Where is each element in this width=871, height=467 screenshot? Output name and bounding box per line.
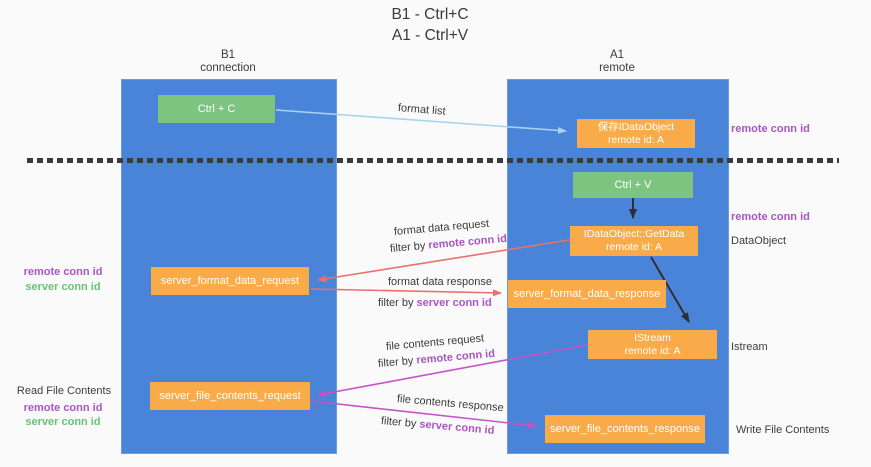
server-conn-id-text-2: server conn id xyxy=(418,418,495,437)
node-server-format-data-response-label: server_format_data_response xyxy=(513,287,661,300)
right-label-istream: Istream xyxy=(731,341,768,353)
remote-conn-id-text-1: remote conn id xyxy=(427,232,508,252)
left-label-remote-conn-id-top: remote conn id xyxy=(23,266,103,278)
right-label-remote-conn-id-mid: remote conn id xyxy=(731,211,810,223)
node-ctrl-c-label: Ctrl + C xyxy=(197,102,236,115)
left-column-name: B1 xyxy=(220,49,236,61)
filter-by-text-3: filter by xyxy=(377,354,417,370)
node-istream: IStream remote id: A xyxy=(588,330,717,359)
left-column-role: connection xyxy=(200,62,256,74)
right-label-write-file-contents: Write File Contents xyxy=(736,424,830,436)
left-label-read-file-contents: Read File Contents xyxy=(16,385,112,397)
left-label-remote-conn-id-bottom: remote conn id xyxy=(23,402,103,414)
right-column-name: A1 xyxy=(609,49,625,61)
right-column-role: remote xyxy=(599,62,635,74)
node-ctrl-v: Ctrl + V xyxy=(573,172,693,198)
left-label-server-conn-id-bottom: server conn id xyxy=(25,416,101,428)
node-server-format-data-request-label: server_format_data_request xyxy=(160,274,300,287)
node-server-file-contents-response: server_file_contents_response xyxy=(545,415,705,443)
node-istream-line1: IStream xyxy=(634,331,671,344)
title-line-1: B1 - Ctrl+C xyxy=(391,6,469,23)
node-istream-line2: remote id: A xyxy=(624,344,681,357)
right-label-dataobject: DataObject xyxy=(731,235,787,247)
node-getdata-line1: IDataObject::GetData xyxy=(583,228,685,240)
label-filter-by-server-2: filter by server conn id xyxy=(380,415,494,437)
filter-by-text-2: filter by xyxy=(378,297,417,309)
diagram-title: B1 - Ctrl+C A1 - Ctrl+V xyxy=(330,4,530,46)
node-server-file-contents-response-label: server_file_contents_response xyxy=(550,422,700,435)
server-conn-id-text-1: server conn id xyxy=(416,297,492,309)
remote-conn-id-text-2: remote conn id xyxy=(415,347,496,367)
node-server-file-contents-request: server_file_contents_request xyxy=(150,382,310,410)
label-format-list: format list xyxy=(397,102,447,118)
node-ctrl-c: Ctrl + C xyxy=(158,95,275,123)
node-save-idataobject-line2: remote id: A xyxy=(607,133,665,146)
right-label-remote-conn-id-top: remote conn id xyxy=(731,123,810,135)
left-column-header: B1 connection xyxy=(121,49,335,75)
right-column-header: A1 remote xyxy=(507,49,727,75)
node-ctrl-v-label: Ctrl + V xyxy=(614,178,652,191)
node-save-idataobject: 保存IDataObject remote id: A xyxy=(577,119,695,148)
label-file-contents-response: file contents response xyxy=(396,393,505,415)
filter-by-text-1: filter by xyxy=(389,239,429,255)
node-save-idataobject-line1: 保存IDataObject xyxy=(597,120,675,133)
phase-separator-dashed-line xyxy=(27,158,839,163)
node-idataobject-getdata: IDataObject::GetData remote id: A xyxy=(570,226,698,256)
node-getdata-line2: remote id: A xyxy=(605,241,663,253)
left-label-server-conn-id-top: server conn id xyxy=(25,281,101,293)
format-data-response-arrow xyxy=(310,288,502,297)
filter-by-text-4: filter by xyxy=(380,415,420,431)
title-line-2: A1 - Ctrl+V xyxy=(391,27,469,44)
label-filter-by-server-1: filter by server conn id xyxy=(378,297,492,309)
label-format-data-response: format data response xyxy=(388,276,492,288)
node-server-format-data-response: server_format_data_response xyxy=(508,280,666,308)
node-server-file-contents-request-label: server_file_contents_request xyxy=(159,389,301,402)
node-server-format-data-request: server_format_data_request xyxy=(151,267,309,295)
